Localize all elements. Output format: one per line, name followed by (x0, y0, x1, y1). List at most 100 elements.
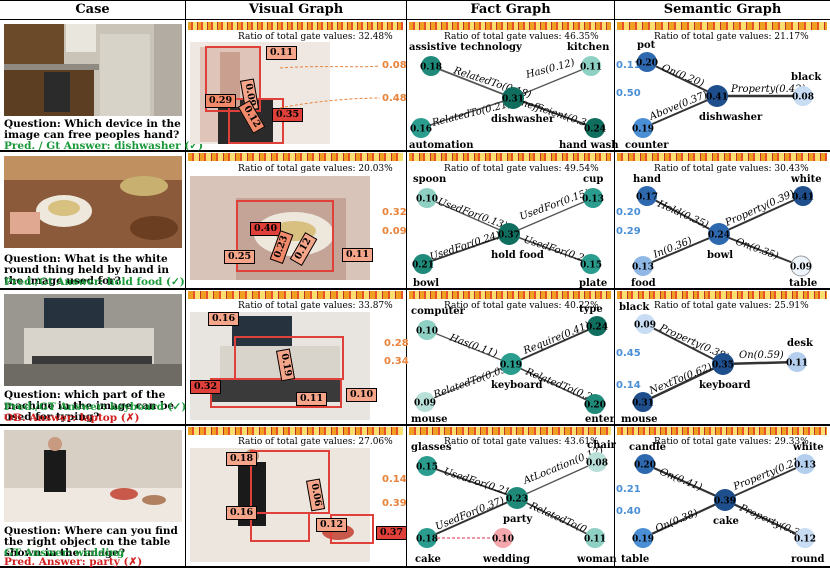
node-label: cake (415, 554, 441, 565)
gate-value: 0.45 (616, 348, 641, 359)
ratio-label: Ratio of total gate values: 49.54% (444, 164, 599, 174)
row-divider (0, 288, 830, 290)
node-label: bowl (707, 250, 733, 261)
node-value: 0.10 (416, 327, 438, 337)
node-label: round (791, 554, 824, 565)
node-value: 0.13 (632, 263, 654, 273)
node-value: 0.24 (708, 231, 730, 241)
gate-value: 0.20 (616, 207, 641, 218)
region-value-tag: 0.32 (190, 380, 222, 394)
answer-text: Pred. Answer: party (✗) (4, 556, 143, 568)
node-value: 0.15 (580, 261, 602, 271)
edge-label: Has(0.11) (447, 332, 499, 360)
ratio-label: Ratio of total gate values: 40.22% (444, 301, 599, 311)
node-value: 0.10 (492, 535, 514, 545)
gate-heatmap-bar (617, 427, 827, 435)
node-value: 0.13 (582, 195, 604, 205)
node-label: table (789, 278, 817, 289)
node-value: 0.39 (714, 497, 736, 507)
ratio-label: Ratio of total gate values: 29.33% (654, 437, 809, 447)
node-label: dishwasher (699, 112, 763, 123)
region-box (205, 46, 261, 112)
row-divider (0, 424, 830, 426)
gate-value: 0.32 (382, 207, 407, 218)
region-value-tag: 0.35 (272, 108, 304, 122)
node-label: hand (633, 174, 661, 185)
node-value: 0.41 (792, 193, 814, 203)
edge-label: UsedFor(0.13) (436, 196, 509, 231)
gate-value: 0.08 (382, 60, 407, 71)
edge-label: Has(0.12) (524, 57, 576, 81)
node-value: 0.24 (586, 323, 608, 333)
edge-label: UsedFor(0.37) (434, 495, 506, 533)
question-text: Question: What is the white round thing … (4, 253, 169, 287)
gate-value: 0.29 (616, 226, 641, 237)
answer-text: Pred./Gt Answer: hold food (✓) (4, 276, 185, 288)
node-value: 0.08 (586, 459, 608, 469)
node-label: pot (637, 40, 656, 51)
node-label: glasses (411, 442, 452, 453)
row-divider (0, 150, 830, 152)
node-value: 0.09 (634, 321, 656, 331)
case-photo-food (4, 156, 182, 248)
answer-text: GT Answer: wedding (4, 547, 125, 559)
node-label: food (631, 278, 656, 289)
node-label: party (503, 514, 533, 525)
answer-text: Pred. / Gt Answer: dishwasher (✓) (4, 140, 204, 152)
node-label: hand wash (559, 140, 619, 151)
edge-label: Require(0.41) (521, 320, 591, 357)
header-case: Case (75, 2, 110, 17)
ratio-label: Ratio of total gate values: 20.03% (238, 164, 393, 174)
table-header: Case Visual Graph Fact Graph Semantic Gr… (0, 0, 830, 20)
fact-graph: UsedFor(0.21) AtLocation(0.12) UsedFor(0… (411, 440, 617, 565)
gate-value: 0.09 (382, 226, 407, 237)
edge-label: On(0.35) (734, 236, 780, 262)
edge-label: On(0.59) (739, 350, 784, 361)
ratio-label: Ratio of total gate values: 21.17% (654, 32, 809, 42)
semantic-graph: Property(0.38) On(0.59) NextTo(0.62) 0.0… (619, 302, 814, 425)
gate-heatmap-bar (617, 291, 827, 299)
edge-label: UsedFor(0.21) (442, 466, 515, 499)
region-box (250, 512, 310, 542)
gate-value: 0.14 (616, 380, 641, 391)
node-label: black (791, 72, 822, 83)
case-row: Question: Where can you find the right o… (0, 426, 830, 568)
column-divider (614, 0, 615, 568)
case-photo-party (4, 430, 182, 522)
node-value: 0.13 (794, 461, 816, 471)
region-value-tag: 0.37 (376, 526, 408, 540)
region-box (236, 200, 334, 272)
node-value: 0.17 (636, 193, 658, 203)
node-value: 0.31 (632, 399, 654, 409)
node-label: white (792, 442, 824, 453)
edge-label: On(0.20) (660, 63, 706, 90)
ratio-label: Ratio of total gate values: 33.87% (238, 301, 393, 311)
answer-text: Pred./GT Answer: keyboard (✓) (4, 401, 187, 413)
gate-value: 0.40 (616, 506, 641, 517)
node-value: 0.20 (584, 401, 606, 411)
gate-value: 0.11 (616, 60, 641, 71)
node-label: type (579, 304, 603, 315)
node-label: spoon (413, 174, 447, 185)
node-label: keyboard (491, 380, 543, 391)
node-label: mouse (411, 414, 448, 425)
gate-heatmap-bar (409, 153, 611, 161)
node-value: 0.18 (420, 63, 442, 73)
node-value: 0.19 (632, 535, 654, 545)
node-value: 0.16 (410, 125, 432, 135)
gate-heatmap-bar (188, 427, 403, 435)
gate-value: 0.48 (382, 93, 407, 104)
node-value: 0.23 (506, 495, 528, 505)
row-divider (0, 566, 830, 568)
region-value-tag: 0.40 (250, 222, 282, 236)
node-label: chair (587, 440, 617, 451)
edge-label: UsedFor(0.15) (518, 187, 591, 222)
node-label: plate (579, 278, 607, 289)
semantic-graph: On(0.20) Property(0.42) Above(0.37) 0.20… (625, 40, 822, 151)
node-label: wedding (482, 554, 530, 565)
node-value: 0.19 (500, 361, 522, 371)
case-photo-typewriter (4, 294, 182, 386)
gate-value: 0.34 (384, 356, 409, 367)
node-value: 0.08 (792, 93, 814, 103)
region-value-tag: 0.11 (342, 248, 374, 262)
